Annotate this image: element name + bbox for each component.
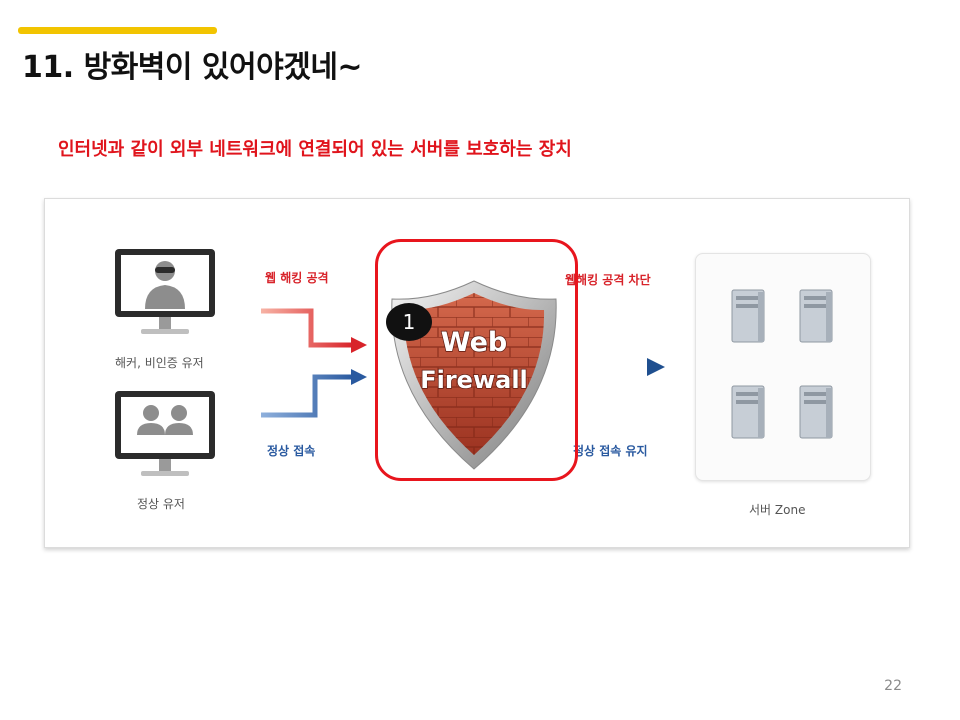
server-icon — [731, 289, 765, 343]
normal-user-label: 정상 유저 — [137, 497, 185, 511]
server-icon — [731, 385, 765, 439]
pass-through-arrow — [575, 358, 665, 376]
server-icon — [799, 289, 833, 343]
page-title: 11. 방화벽이 있어야겠네~ — [22, 50, 363, 85]
attack-flow-label: 웹 해킹 공격 — [265, 271, 329, 285]
shield-line2: Firewall — [420, 366, 528, 394]
firewall-highlight-box — [375, 239, 578, 481]
title-accent-bar — [18, 27, 217, 34]
page-subtitle: 인터넷과 같이 외부 네트워크에 연결되어 있는 서버를 보호하는 장치 — [58, 139, 572, 160]
hacker-monitor-icon — [115, 249, 215, 334]
server-zone — [695, 253, 871, 481]
attack-arrow — [261, 308, 353, 348]
server-zone-label: 서버 Zone — [749, 503, 806, 517]
users-monitor-icon — [115, 391, 215, 476]
firewall-diagram: 해커, 비인증 유저 정상 유저 웹 해킹 공격 정상 접속 웹해킹 공격 차단… — [44, 198, 910, 548]
web-firewall-shield-icon: Web Firewall — [391, 280, 557, 470]
step-badge: 1 — [386, 303, 432, 341]
normal-keep-label: 정상 접속 유지 — [573, 444, 648, 458]
hacker-label: 해커, 비인증 유저 — [115, 356, 204, 370]
blocked-flow-label: 웹해킹 공격 차단 — [565, 273, 651, 287]
server-icon — [799, 385, 833, 439]
normal-arrow — [261, 374, 353, 418]
normal-flow-label: 정상 접속 — [267, 444, 316, 458]
flow-arrows — [261, 308, 367, 418]
shield-line1: Web — [441, 327, 507, 358]
page-number: 22 — [884, 678, 902, 694]
